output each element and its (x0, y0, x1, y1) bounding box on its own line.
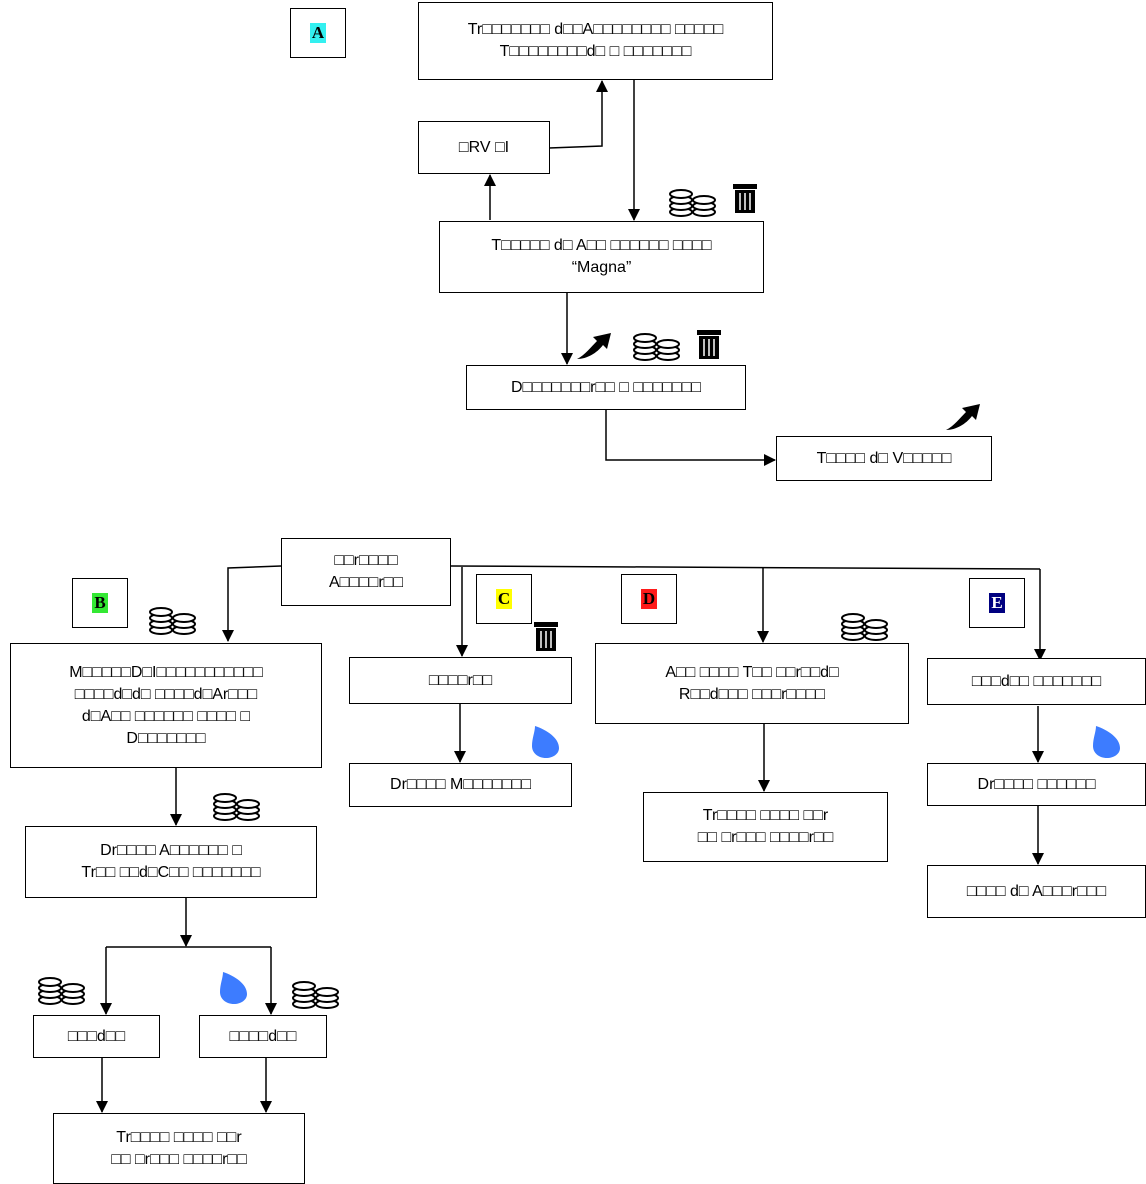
tag-A-label: A (309, 23, 327, 43)
edge-root-bus (450, 565, 1041, 570)
water-drop-icon (1093, 726, 1120, 758)
node-E2: Dr□□□□ □□□□□□ (927, 763, 1146, 806)
trash-bin-icon (534, 622, 558, 651)
trash-bin-icon (733, 184, 757, 213)
recycle-arrow-icon (946, 404, 980, 430)
node-D2: Tr□□□□ □□□□ □□r □□ □r□□□ □□□□r□□ (643, 792, 888, 862)
node-E3: □□□□ d□ A□□□r□□□ (927, 865, 1146, 918)
node-B1: M□□□□□D□I□□□□□□□□□□□ □□□□d□d□ □□□□d□Ar□□… (10, 643, 322, 768)
coins-icon (38, 977, 85, 1005)
node-B5: Tr□□□□ □□□□ □□r □□ □r□□□ □□□□r□□ (53, 1113, 305, 1184)
node-C1: □□□□r□□ (349, 657, 572, 704)
coins-icon (633, 333, 680, 361)
edge-dist-to-venda (605, 410, 776, 466)
edge-root-to-B (222, 565, 282, 642)
node-E1: □□□d□□ □□□□□□□ (927, 658, 1146, 705)
tag-A: A (290, 8, 346, 58)
node-A-magna: T□□□□□ d□ A□□ □□□□□□ □□□□ “Magna” (439, 221, 764, 293)
coins-icon (292, 981, 339, 1009)
coins-icon (841, 613, 888, 641)
tag-C-label: C (495, 589, 513, 609)
tag-B: B (72, 578, 128, 628)
tag-E: E (969, 578, 1025, 628)
tag-C: C (476, 574, 532, 624)
node-A-top: Tr□□□□□□□ d□□A□□□□□□□□ □□□□□ T□□□□□□□□d□… (418, 2, 773, 80)
tag-E-label: E (989, 593, 1005, 613)
tag-D: D (621, 574, 677, 624)
node-A-rvl: □RV □I (418, 121, 550, 174)
node-A-venda: T□□□□ d□ V□□□□□ (776, 436, 992, 481)
node-B4: □□□□d□□ (199, 1015, 327, 1058)
coins-icon (669, 189, 716, 217)
trash-bin-icon (697, 330, 721, 359)
node-D1: A□□ □□□□ T□□ □□r□□d□ R□□d□□□ □□□r□□□□ (595, 643, 909, 724)
edge-rvl-to-top (548, 80, 608, 149)
node-B3: □□□d□□ (33, 1015, 160, 1058)
node-C2: Dr□□□□ M□□□□□□□ (349, 763, 572, 807)
node-A-dist: D□□□□□□□r□□ □ □□□□□□□ (466, 365, 746, 410)
water-drop-icon (220, 972, 247, 1004)
water-drop-icon (532, 726, 559, 758)
tag-B-label: B (92, 593, 108, 613)
coins-icon (213, 793, 260, 821)
node-root: □□r□□□□ A□□□□r□□ (281, 538, 451, 606)
tag-D-label: D (640, 589, 658, 609)
recycle-arrow-icon (577, 333, 611, 359)
coins-icon (149, 607, 196, 635)
node-B2: Dr□□□□ A□□□□□□ □ Tr□□ □□d□C□□ □□□□□□□ (25, 826, 317, 898)
